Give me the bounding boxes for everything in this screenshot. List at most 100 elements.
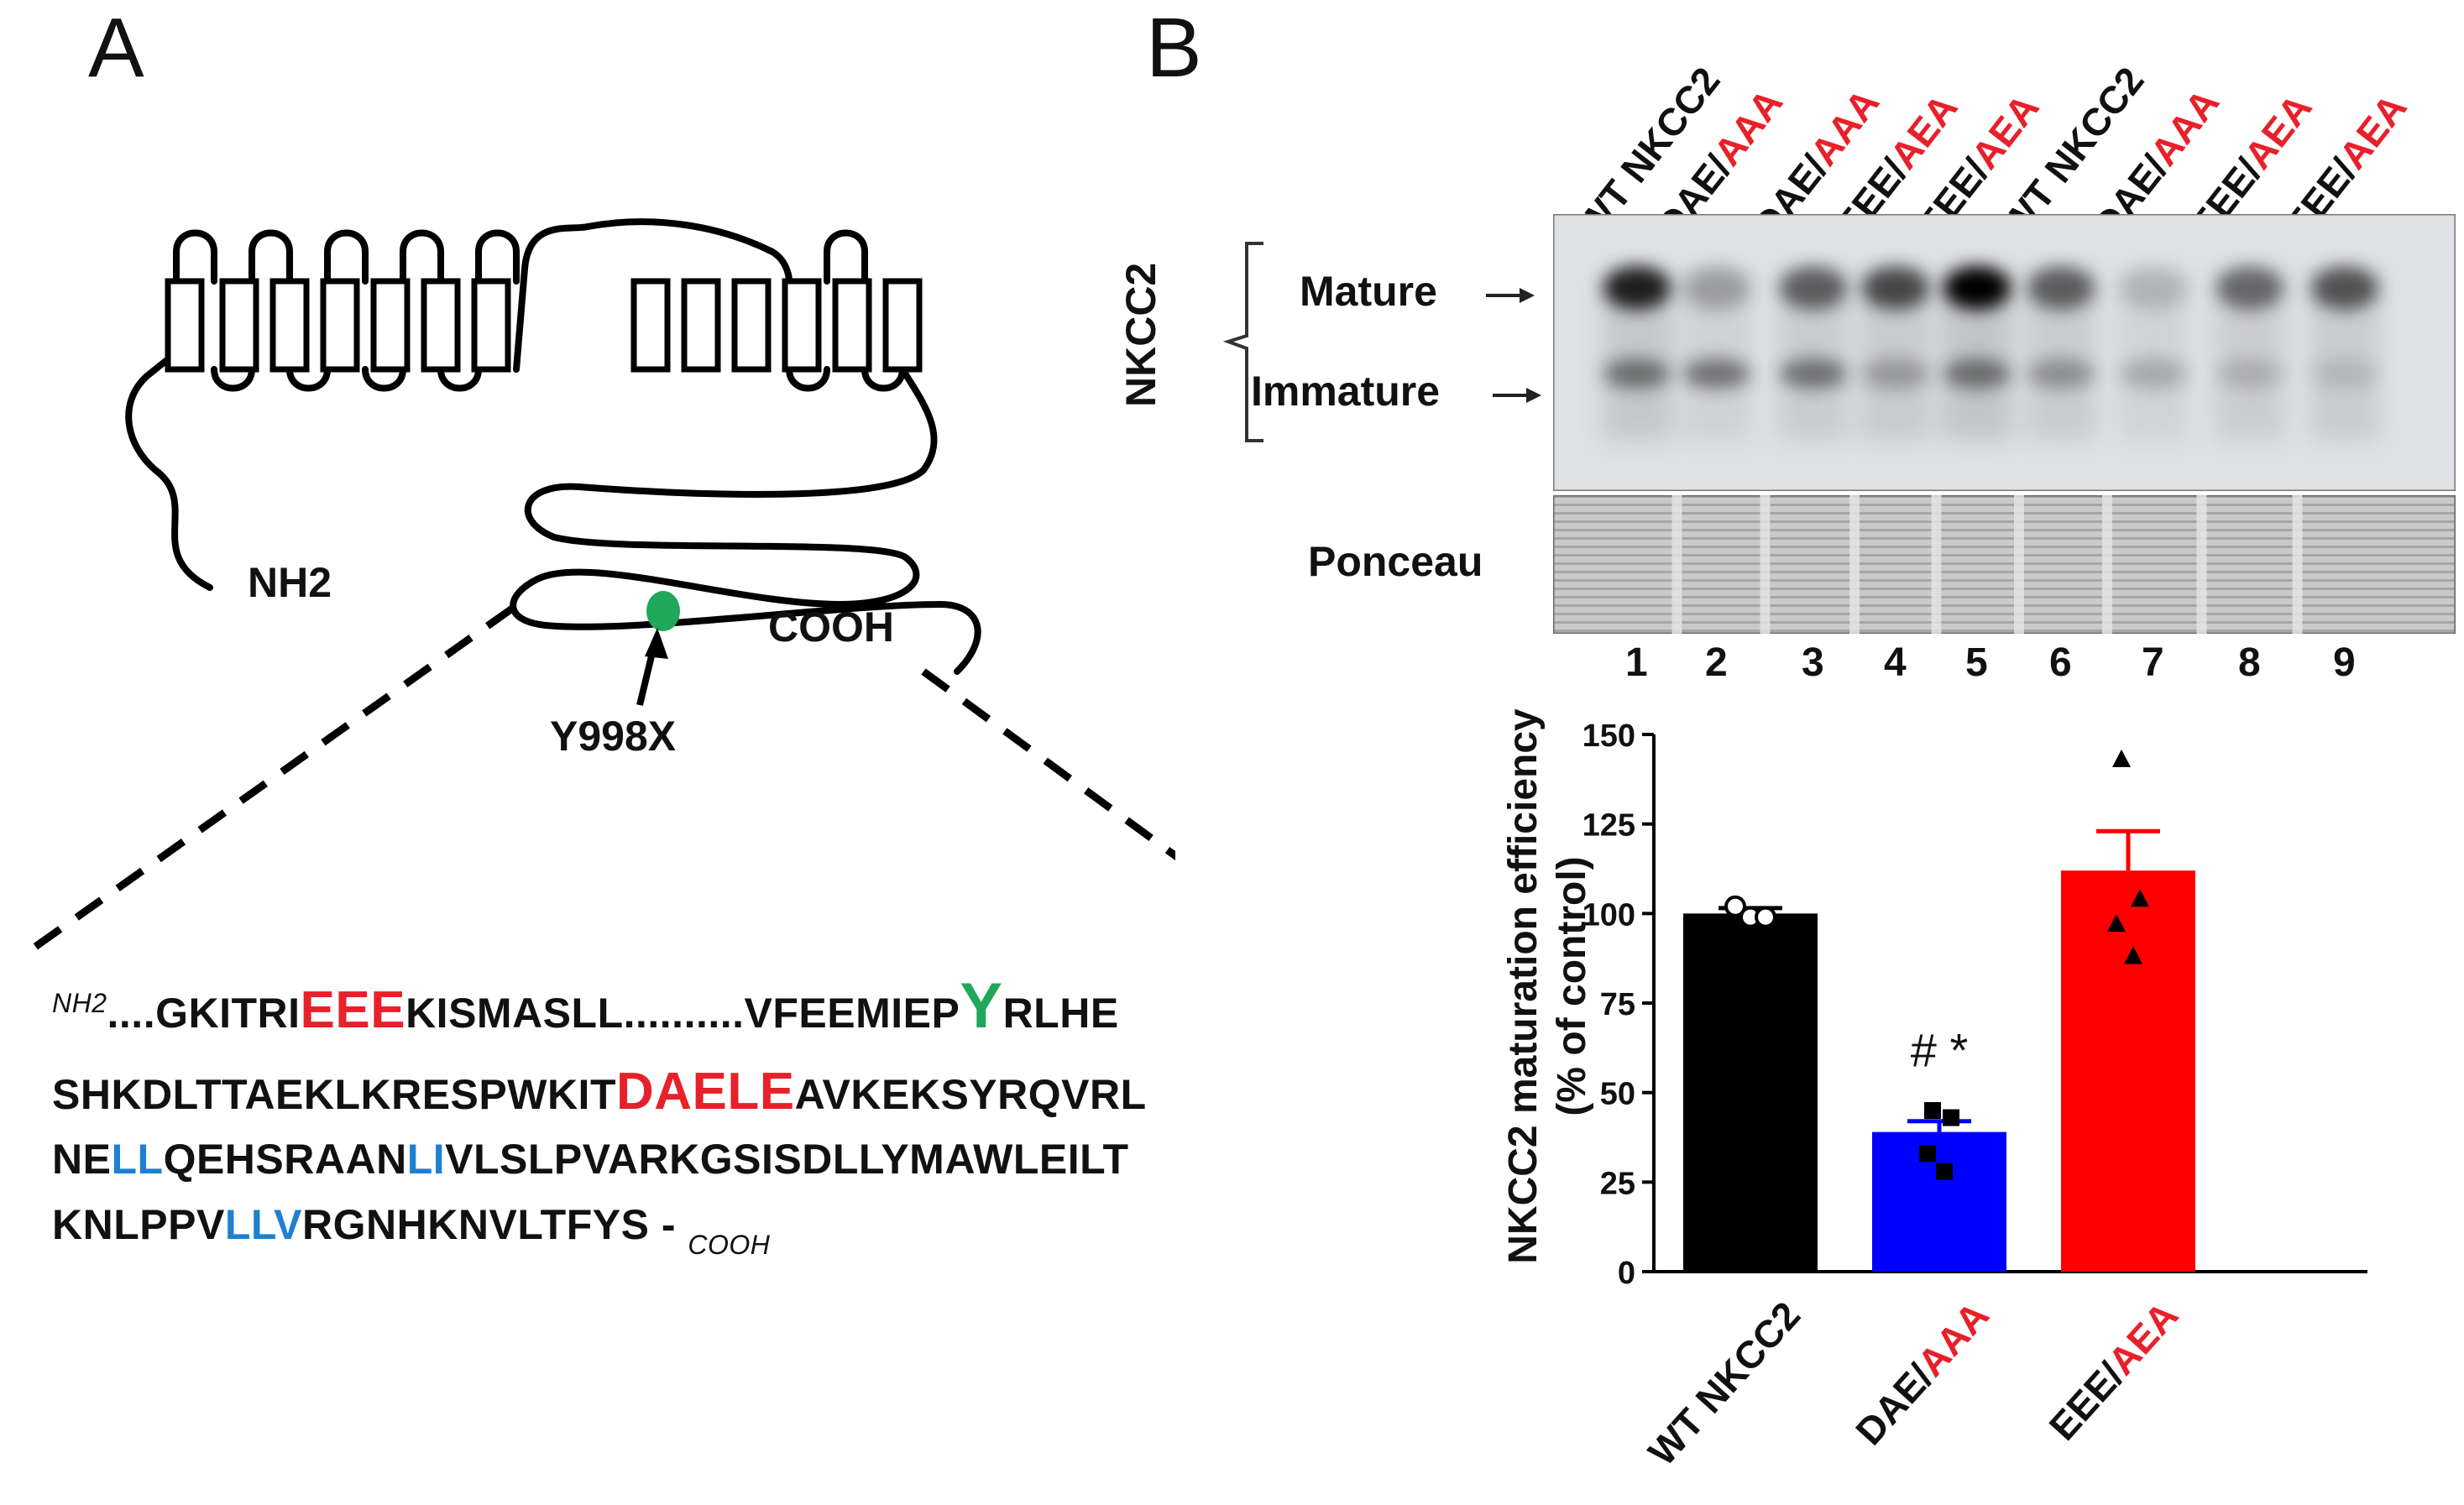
seq-segment: KNLPPV: [52, 1201, 225, 1248]
ll-motif: LL: [111, 1136, 164, 1183]
lane-number: 4: [1884, 640, 1907, 685]
data-point: [2131, 889, 2149, 907]
y-tick-label: 125: [1583, 808, 1635, 844]
bar: [2061, 870, 2195, 1272]
ponceau-lane-gap: [1849, 495, 1860, 634]
mature-label: Mature: [1300, 268, 1437, 315]
mature-band: [2216, 266, 2284, 310]
lane-number: 5: [1965, 640, 1988, 685]
ponceau-lane-gap: [1671, 495, 1682, 634]
nh2-label: NH2: [248, 559, 332, 606]
immature-band: [2216, 358, 2284, 389]
y-tick-label: 150: [1583, 719, 1635, 754]
mature-band: [2120, 266, 2187, 310]
panel-a-label: A: [88, 1, 144, 95]
mature-band: [2027, 266, 2095, 310]
immature-band: [2120, 358, 2187, 389]
immature-arrow-icon: [1493, 388, 1541, 403]
llv-motif: LLV: [224, 1201, 303, 1248]
c-terminal-tail: [510, 366, 981, 675]
y-tick-label: 0: [1618, 1256, 1635, 1291]
lane-number: 3: [1802, 640, 1824, 685]
data-point: [1936, 1163, 1953, 1180]
bar: [1683, 913, 1818, 1272]
bracket: [1222, 242, 1263, 442]
tm-cluster-right-loops: [786, 229, 906, 392]
tm-cluster-left-loops: [173, 229, 520, 392]
y-tick-label: 25: [1600, 1166, 1635, 1201]
mature-band: [2311, 266, 2378, 310]
sequence-line-2: SHKDLTTAEKLKRESPWKITDAELEAVKEKSYRQVRL: [52, 1062, 1147, 1121]
nkcc2-topology-diagram: [18, 218, 1175, 960]
immature-band: [1943, 358, 2011, 389]
seq-segment: KISMASLL..........VFEEMIEP: [405, 990, 960, 1037]
n-terminal-tail: [125, 278, 213, 591]
ponceau-lane-gap: [2102, 495, 2112, 634]
ponceau-stain: [1553, 495, 2456, 634]
immature-band: [1603, 358, 1671, 389]
cooh-label: COOH: [768, 604, 894, 651]
mature-arrow-icon: [1486, 288, 1535, 303]
panel-b-label: B: [1146, 1, 1202, 95]
data-point: [1919, 1145, 1936, 1163]
immature-band: [1780, 358, 1847, 389]
tm-helices: [165, 278, 923, 373]
lane-number: 1: [1625, 640, 1648, 685]
lane-number: 2: [1705, 640, 1728, 685]
data-point: [2112, 749, 2131, 767]
data-point: [2107, 914, 2126, 933]
ponceau-lane-gap: [2196, 495, 2207, 634]
bar: [1872, 1131, 2006, 1272]
li-motif: LI: [406, 1136, 446, 1183]
y-axis-title-line1: NKCC2 maturation efficiency: [1501, 708, 1546, 1264]
mature-band: [1683, 266, 1750, 310]
seq-segment: AVKEKSYRQVRL: [794, 1071, 1147, 1118]
y-tick-label: 100: [1583, 897, 1635, 933]
sequence-line-4: KNLPPVLLVRGNHKNVLTFYS - COOH: [52, 1200, 770, 1261]
significance-annotation: # *: [1911, 1023, 1969, 1076]
seq-segment: QEHSRAAN: [163, 1136, 407, 1183]
data-point: [1755, 906, 1776, 928]
y-tick-label: 75: [1600, 987, 1635, 1022]
tyrosine-998: Y: [960, 970, 1003, 1042]
mature-band: [1862, 266, 1929, 310]
lane-number: 9: [2333, 640, 2356, 685]
ponceau-label: Ponceau: [1308, 538, 1483, 585]
y-tick-label: 50: [1600, 1077, 1635, 1112]
lane-number: 8: [2238, 640, 2261, 685]
seq-segment: SHKDLTTAEKLKRESPWKIT: [52, 1071, 616, 1118]
y-axis-title-line2: (% of control): [1550, 856, 1594, 1116]
ponceau-lane-gap: [2014, 495, 2024, 634]
daele-motif: DAELE: [616, 1063, 795, 1121]
western-blot: [1553, 214, 2456, 491]
nh2-prefix: NH2: [52, 988, 107, 1018]
eee-motif: EEE: [300, 981, 406, 1039]
data-point: [2124, 946, 2142, 964]
extracellular-loop: [513, 218, 793, 373]
y998-marker: [646, 591, 680, 631]
ponceau-lane-gap: [2292, 495, 2303, 634]
immature-label: Immature: [1251, 368, 1441, 415]
mature-band: [1780, 266, 1847, 310]
lane-number: 6: [2049, 640, 2072, 685]
immature-band: [2027, 358, 2095, 389]
immature-band: [1683, 358, 1750, 389]
data-point: [1943, 1109, 1959, 1126]
maturation-bar-chart: 0 25 50 75 100 125 150 NKCC2 maturation effici…: [1501, 708, 2367, 1291]
immature-band: [2311, 358, 2378, 389]
mature-band: [1603, 266, 1671, 310]
sequence-line-1: NH2....GKITRIEEEKISMASLL..........VFEEMI…: [52, 969, 1119, 1043]
data-point: [1924, 1102, 1941, 1119]
mature-band: [1943, 266, 2011, 310]
immature-band: [1862, 358, 1929, 389]
seq-segment: RLHE: [1002, 990, 1119, 1037]
ponceau-lane-gap: [1931, 495, 1942, 634]
nkcc2-blot-label: NKCC2: [1117, 262, 1164, 407]
seq-segment: RGNHKNVLTFYS -: [302, 1201, 688, 1248]
sequence-line-3: NELLQEHSRAANLIVLSLPVARKGSISDLLYMAWLEILT: [52, 1135, 1129, 1184]
seq-segment: VLSLPVARKGSISDLLYMAWLEILT: [445, 1136, 1129, 1183]
seq-segment: NE: [52, 1136, 112, 1183]
lane-number: 7: [2142, 640, 2164, 685]
data-point: [1724, 895, 1746, 917]
cooh-suffix: COOH: [688, 1230, 771, 1260]
